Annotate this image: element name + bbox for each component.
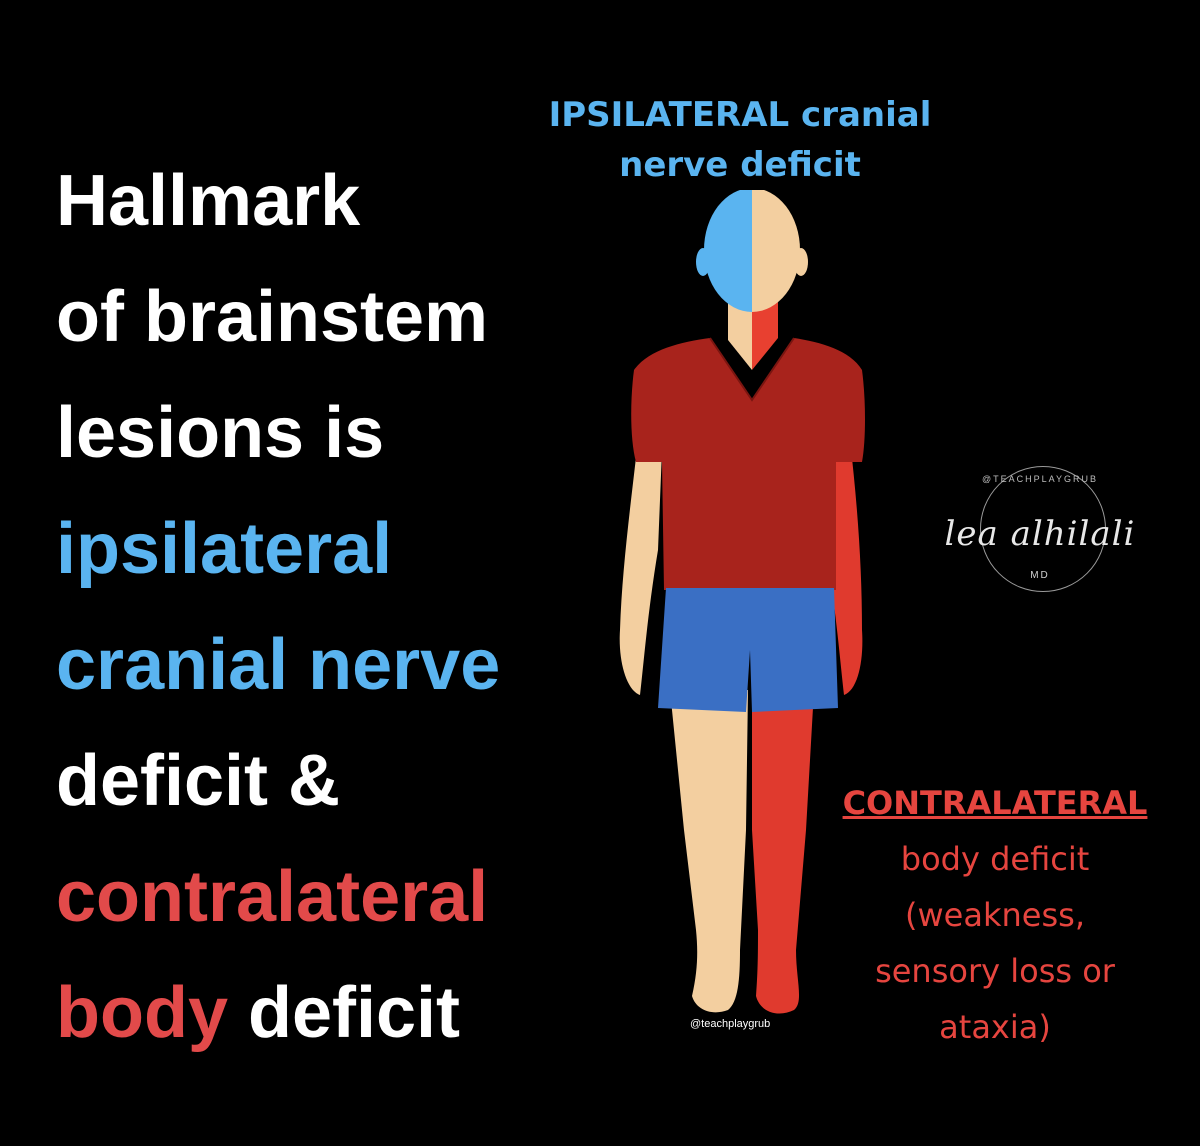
headline: Hallmark of brainstem lesions is ipsilat… xyxy=(56,143,500,1071)
headline-ipsilateral: ipsilateral xyxy=(56,509,393,589)
right-leg xyxy=(752,690,814,1014)
headline-cranial-nerve: cranial nerve xyxy=(56,625,501,705)
head xyxy=(696,190,808,312)
headline-line: of brainstem xyxy=(56,277,489,357)
body-figure xyxy=(619,190,865,1014)
contralateral-label-line: sensory loss or xyxy=(875,952,1115,990)
shorts xyxy=(658,588,838,712)
contralateral-label-line: body deficit xyxy=(900,840,1090,878)
ear-right xyxy=(794,248,808,276)
headline-line: Hallmark xyxy=(56,161,361,241)
signature-ring xyxy=(980,466,1106,592)
headline-last-line: body deficit xyxy=(56,955,500,1071)
watermark: @teachplaygrub xyxy=(690,1018,771,1030)
left-arm xyxy=(619,440,662,695)
headline-deficit: deficit xyxy=(227,973,461,1053)
headline-body: body xyxy=(56,973,228,1053)
contralateral-label-line: (weakness, xyxy=(905,896,1085,934)
signature-degree: MD xyxy=(1030,570,1050,581)
contralateral-label: CONTRALATERAL body deficit (weakness, se… xyxy=(810,775,1180,1055)
contralateral-label-line: ataxia) xyxy=(939,1008,1051,1046)
neckline xyxy=(709,337,795,402)
signature-name: lea alhilali xyxy=(944,514,1136,554)
headline-contralateral: contralateral xyxy=(56,857,489,937)
ipsilateral-label: IPSILATERAL cranial nerve deficit xyxy=(520,90,960,190)
headline-line: lesions is xyxy=(56,393,385,473)
signature-handle: @TEACHPLAYGRUB xyxy=(982,474,1098,484)
shirt xyxy=(631,338,865,590)
signature-logo: @TEACHPLAYGRUB lea alhilali MD xyxy=(930,466,1150,616)
ipsilateral-label-line: IPSILATERAL cranial xyxy=(548,95,932,135)
left-leg xyxy=(670,690,748,1013)
ipsilateral-label-line: nerve deficit xyxy=(619,145,861,185)
headline-line: deficit & xyxy=(56,741,341,821)
ear-left xyxy=(696,248,710,276)
contralateral-title: CONTRALATERAL xyxy=(842,784,1148,822)
